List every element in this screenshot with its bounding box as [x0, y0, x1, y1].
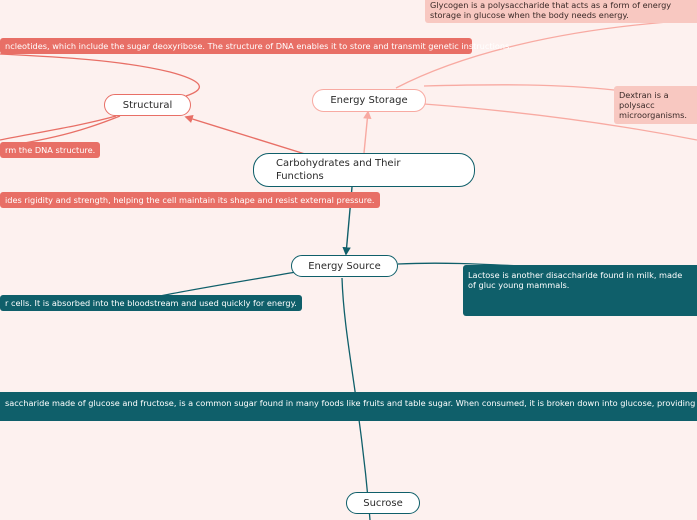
branch-structural-label: Structural: [122, 99, 173, 111]
connector-center-structural: [184, 114, 306, 155]
branch-energy-storage[interactable]: Energy Storage: [312, 89, 426, 112]
note-glucose[interactable]: r cells. It is absorbed into the bloodst…: [0, 295, 302, 311]
note-cell-wall[interactable]: ides rigidity and strength, helping the …: [0, 192, 380, 208]
note-dna-structure-text: rm the DNA structure.: [5, 145, 96, 155]
note-sucrose[interactable]: saccharide made of glucose and fructose,…: [0, 392, 697, 421]
node-sucrose-label: Sucrose: [363, 497, 403, 509]
connector-source-glucose: [159, 271, 297, 297]
note-glycogen-text: Glycogen is a polysaccharide that acts a…: [430, 0, 672, 20]
note-cell-wall-text: ides rigidity and strength, helping the …: [5, 195, 375, 205]
connector-structural-note-2b: [0, 115, 117, 141]
connector-storage-dextran: [423, 84, 615, 91]
note-lactose[interactable]: Lactose is another disaccharide found in…: [463, 265, 697, 316]
note-dna-nucleotides[interactable]: ncleotides, which include the sugar deox…: [0, 38, 512, 54]
connector-storage-offscreen: [423, 103, 697, 141]
branch-structural[interactable]: Structural: [104, 94, 191, 116]
connector-center-energy-storage: [363, 110, 372, 154]
connector-source-sucrose: [341, 277, 371, 520]
note-sucrose-text: saccharide made of glucose and fructose,…: [5, 398, 697, 408]
connector-structural-note-1: [0, 53, 200, 97]
note-glycogen[interactable]: Glycogen is a polysaccharide that acts a…: [425, 0, 697, 23]
node-sucrose[interactable]: Sucrose: [346, 492, 420, 514]
connector-storage-glycogen: [395, 19, 697, 89]
branch-energy-source-label: Energy Source: [308, 260, 381, 272]
note-dextran-text: Dextran is a polysacc microorganisms.: [619, 90, 687, 120]
note-dextran[interactable]: Dextran is a polysacc microorganisms.: [614, 86, 697, 124]
note-dna-nucleotides-text: ncleotides, which include the sugar deox…: [5, 41, 512, 51]
note-dna-structure[interactable]: rm the DNA structure.: [0, 142, 101, 158]
note-glucose-text: r cells. It is absorbed into the bloodst…: [5, 298, 297, 308]
branch-energy-source[interactable]: Energy Source: [291, 255, 398, 277]
branch-energy-storage-label: Energy Storage: [330, 95, 408, 106]
central-topic[interactable]: Carbohydrates and Their Functions: [253, 153, 475, 187]
central-topic-label: Carbohydrates and Their Functions: [276, 158, 401, 182]
note-lactose-text: Lactose is another disaccharide found in…: [468, 270, 683, 290]
